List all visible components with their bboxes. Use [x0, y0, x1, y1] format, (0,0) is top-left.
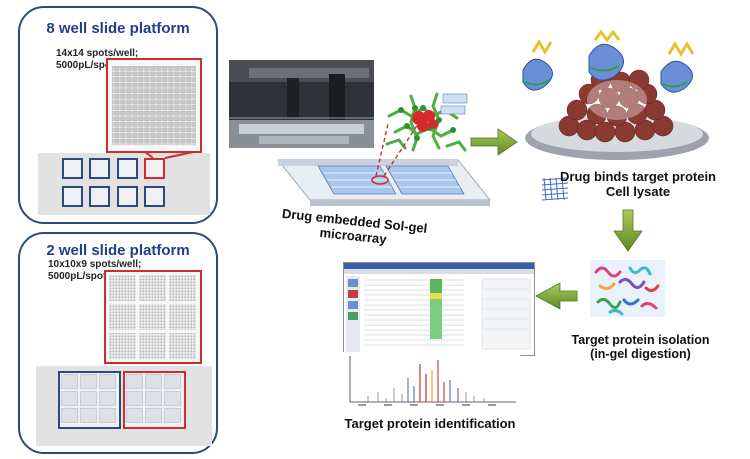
panel-2-well: 2 well slide platform 10x10x9 spots/well… [18, 232, 218, 454]
well-zoom-2 [104, 270, 202, 364]
arrow-down-icon [613, 209, 643, 252]
software-screenshot [343, 262, 535, 356]
spec-volume: 5000pL/spot [56, 60, 115, 71]
well [117, 186, 138, 207]
well [89, 158, 110, 179]
panel-8-well-title: 8 well slide platform [46, 20, 190, 37]
well [89, 186, 110, 207]
sol-gel-slide [276, 123, 492, 206]
protein-structure-center [588, 30, 624, 81]
protein-structure-left [522, 39, 553, 91]
window-titlebar [344, 263, 534, 269]
spot-grid-14x14 [112, 66, 196, 145]
spot-grid-10x10x9 [109, 275, 196, 359]
caption-isolation-line2: (in-gel digestion) [590, 347, 691, 361]
caption-isolation: Target protein isolation (in-gel digesti… [558, 333, 723, 361]
robot-illustration [229, 60, 374, 148]
caption-isolation-line1: Target protein isolation [571, 333, 710, 347]
peptide-fragments [594, 266, 660, 316]
spot-blocks [126, 374, 183, 425]
well [144, 186, 165, 207]
spec-spots: 14x14 spots/well; [56, 48, 139, 59]
arrow-left-icon [535, 282, 578, 310]
arrayer-robot-photo [229, 60, 374, 148]
caption-identification: Target protein identification [344, 416, 516, 431]
well [117, 158, 138, 179]
well-highlighted [144, 158, 165, 179]
well [58, 371, 121, 429]
well [62, 158, 83, 179]
caption-binding: Drug binds target protein Cell lysate [558, 169, 718, 199]
panel-8-well: 8 well slide platform 14x14 spots/well; … [18, 6, 218, 224]
mini-array-icon [541, 177, 569, 201]
panel-2-well-title: 2 well slide platform [46, 242, 190, 259]
well [62, 186, 83, 207]
protein-binding-image [522, 30, 709, 160]
well-highlighted [123, 371, 186, 429]
caption-binding-line1: Drug binds target protein [560, 169, 716, 184]
panel-8-well-spec: 14x14 spots/well; 5000pL/spot [56, 48, 138, 72]
well-zoom-8 [106, 58, 202, 153]
window-toolbar [344, 269, 534, 274]
protein-isolation-image [590, 260, 665, 317]
spot-blocks [61, 374, 118, 425]
protein-structure-right [660, 41, 695, 93]
window-sidebar [346, 276, 360, 354]
drug-molecule-image [381, 86, 471, 156]
spec-spots: 10x10x9 spots/well; [48, 259, 142, 270]
mass-spectrum-plot [338, 352, 520, 410]
panel-2-well-spec: 10x10x9 spots/well; 5000pL/spot [48, 259, 141, 283]
spec-volume: 5000pL/spot [48, 271, 107, 282]
results-table [364, 278, 531, 350]
caption-binding-line2: Cell lysate [605, 184, 671, 199]
molecule-illustration [385, 92, 468, 152]
